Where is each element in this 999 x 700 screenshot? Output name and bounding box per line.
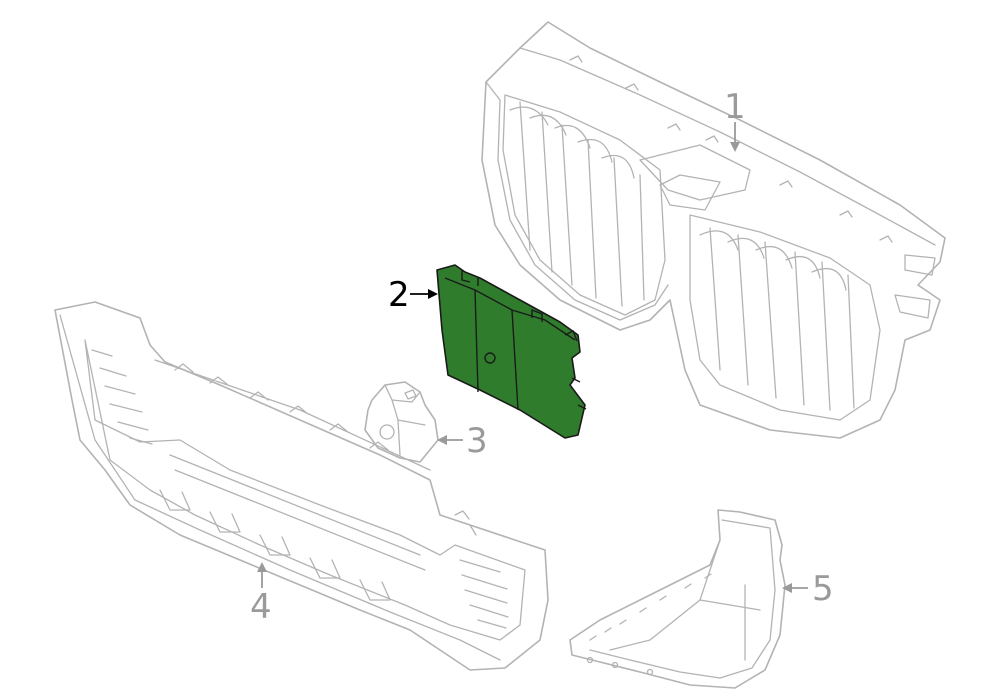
part-5-side-trim <box>569 509 786 689</box>
part-2-bracket-highlight <box>436 264 587 439</box>
callout-3: 3 <box>437 421 488 461</box>
callout-3-label: 3 <box>466 421 488 461</box>
callout-5-arrowhead <box>782 583 792 593</box>
callout-4-arrowhead <box>257 562 267 572</box>
callout-1-label: 1 <box>724 87 746 127</box>
callout-4: 4 <box>250 562 272 627</box>
callout-4-label: 4 <box>250 587 272 627</box>
callout-1: 1 <box>724 87 746 152</box>
part-4-lower-grille <box>54 301 549 671</box>
callout-5: 5 <box>782 569 834 609</box>
callout-3-arrowhead <box>437 435 447 445</box>
part-1-upper-grille <box>481 21 946 439</box>
callout-1-arrowhead <box>730 142 740 152</box>
callout-5-label: 5 <box>812 569 834 609</box>
part-3-clip <box>364 381 439 463</box>
callout-2: 2 <box>388 275 438 315</box>
callout-2-label: 2 <box>388 275 410 315</box>
callout-2-arrowhead <box>428 289 438 299</box>
